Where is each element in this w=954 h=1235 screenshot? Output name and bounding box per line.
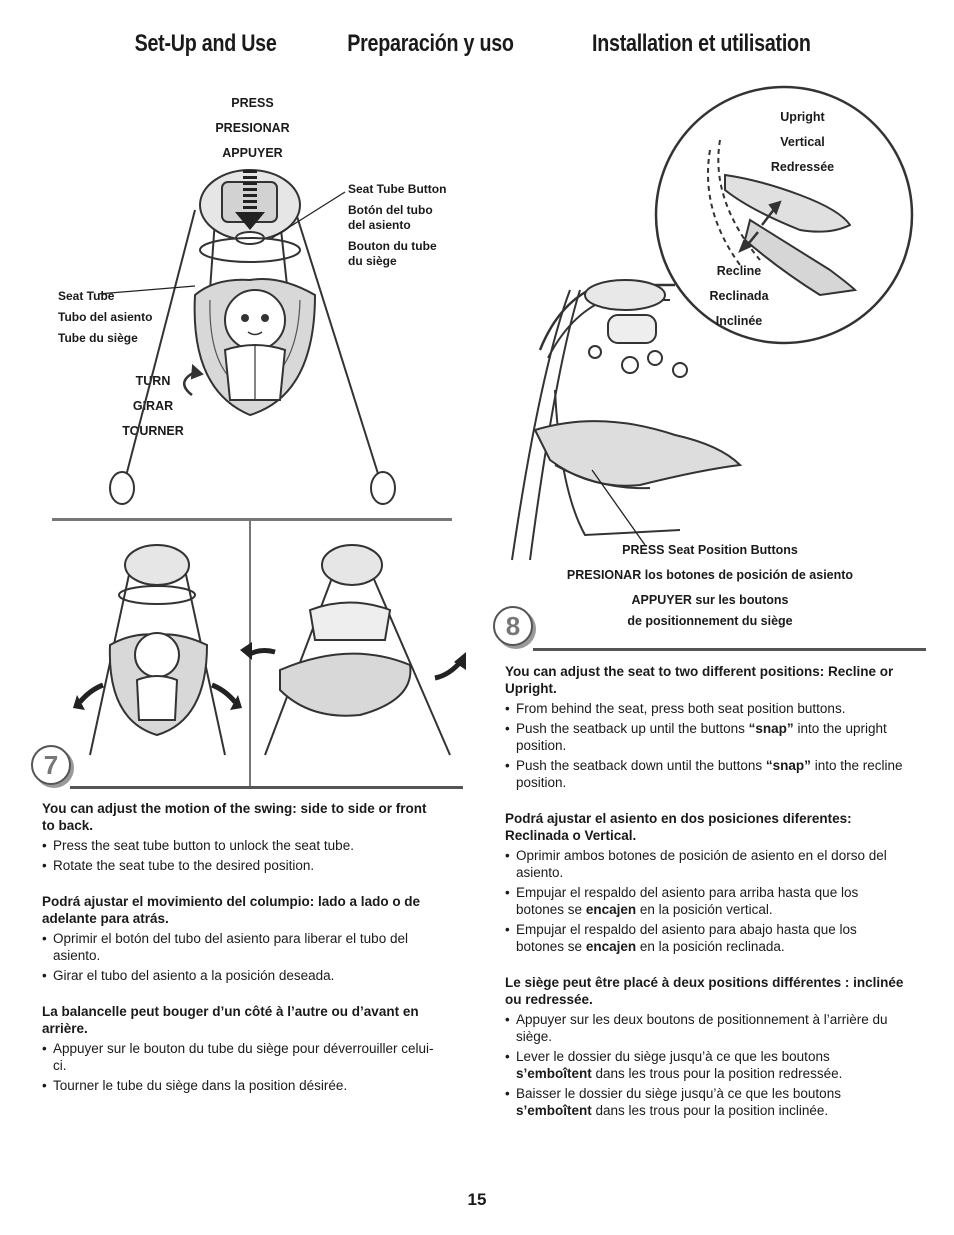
step-8-badge: 8 (493, 606, 533, 646)
seat-instructions-es: Podrá ajustar el asiento en dos posicion… (505, 810, 905, 955)
instructions-left: You can adjust the motion of the swing: … (42, 800, 440, 1113)
step-7-rule (70, 786, 463, 789)
step-7-badge: 7 (31, 745, 71, 785)
panel-top-rule (52, 518, 452, 521)
swing-front-to-back-illustration (240, 544, 466, 756)
swing-side-to-side-illustration (73, 544, 242, 756)
seat-tube-button-label: Seat Tube Button Botón del tubo del asie… (348, 182, 447, 268)
seat-instructions-en: You can adjust the seat to two different… (505, 663, 905, 791)
swing-top-view-illustration (97, 169, 396, 505)
page-header: Set-Up and Use Preparación y uso Install… (0, 30, 954, 58)
swing-side-view-illustration (511, 85, 914, 561)
title-es: Preparación y uso (347, 30, 514, 57)
instructions-right: You can adjust the seat to two different… (505, 663, 905, 1138)
press-seat-buttons-label: PRESS Seat Position Buttons PRESIONAR lo… (566, 543, 854, 628)
instructions-fr: La balancelle peut bouger d’un côté à l’… (42, 1003, 440, 1094)
upright-label: Upright Vertical Redressée (770, 110, 835, 174)
step-8-rule (533, 648, 926, 651)
instructions-en: You can adjust the motion of the swing: … (42, 800, 440, 874)
seat-tube-label: Seat Tube Tubo del asiento Tube du siège (58, 289, 153, 345)
press-label: PRESS PRESIONAR APPUYER (215, 96, 290, 160)
recline-label: Recline Reclinada Inclinée (709, 264, 769, 328)
seat-instructions-fr: Le siège peut être placé à deux position… (505, 974, 905, 1119)
instructions-es: Podrá ajustar el movimiento del columpio… (42, 893, 440, 984)
title-en: Set-Up and Use (134, 30, 277, 57)
title-fr: Installation et utilisation (592, 30, 811, 57)
page-number: 15 (467, 1190, 487, 1209)
